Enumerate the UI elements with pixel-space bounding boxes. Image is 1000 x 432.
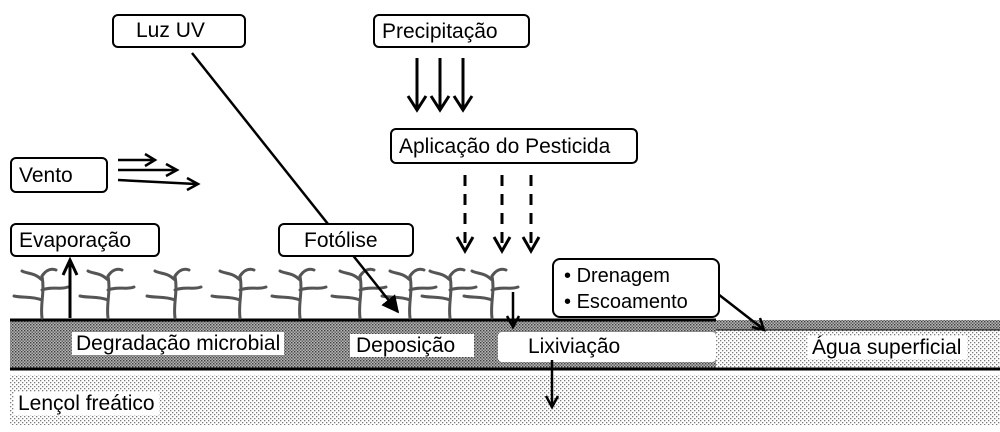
drainage-item: • Drenagem — [564, 263, 718, 289]
runoff-label: Escoamento — [576, 291, 688, 313]
deposition-arrow — [505, 292, 521, 330]
wind-label: Vento — [10, 157, 108, 193]
plant-icon — [462, 267, 520, 320]
runoff-item: • Escoamento — [564, 289, 718, 315]
deposition-label: Deposição — [350, 334, 474, 357]
plant-icon — [210, 267, 268, 320]
crop-plants — [12, 267, 520, 320]
drainage-runoff-box: • Drenagem • Escoamento — [552, 258, 720, 318]
leaching-label: Lixiviação — [528, 335, 621, 358]
pesticide-application-label: Aplicação do Pesticida — [390, 128, 638, 164]
plant-icon — [380, 267, 438, 320]
evaporation-arrow — [61, 256, 79, 318]
plant-icon — [330, 267, 388, 320]
runoff-arrow — [717, 293, 766, 332]
drainage-label: Drenagem — [576, 265, 670, 287]
uv-light-ray — [191, 52, 400, 314]
evaporation-label: Evaporação — [10, 223, 160, 257]
groundwater-label: Lençol freático — [14, 392, 159, 415]
precipitation-label: Precipitação — [373, 14, 530, 48]
surface-water-label: Água superficial — [808, 336, 968, 359]
precipitation-arrows — [406, 58, 474, 113]
plant-icon — [12, 267, 70, 320]
lixiviacao-box — [498, 332, 716, 362]
plant-icon — [270, 267, 328, 320]
photolysis-label: Fotólise — [278, 223, 414, 257]
bullet-icon: • — [564, 265, 572, 287]
microbial-degradation-label: Degradação microbial — [72, 332, 285, 355]
plant-icon — [145, 267, 203, 320]
leaching-arrow — [544, 360, 560, 410]
plant-icon — [420, 267, 478, 320]
wind-arrows — [117, 152, 201, 192]
groundwater-layer — [10, 375, 1000, 425]
pesticide-application-arrows — [455, 175, 541, 255]
bullet-icon: • — [564, 291, 572, 313]
plant-icon — [78, 267, 136, 320]
uv-light-label: Luz UV — [112, 14, 246, 48]
